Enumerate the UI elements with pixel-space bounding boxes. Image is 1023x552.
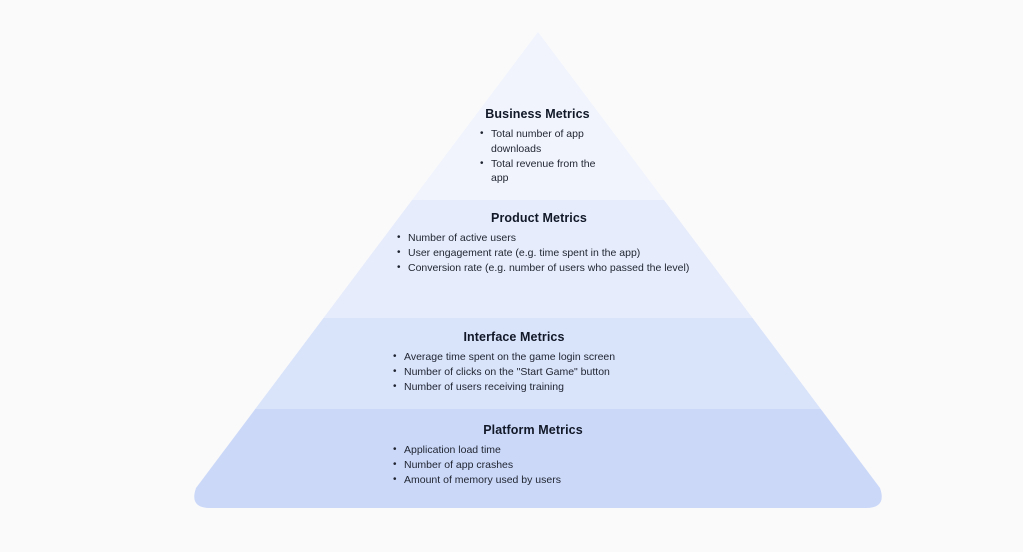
- tier-item: Number of app crashes: [393, 458, 653, 473]
- tier-business-metrics: Business Metrics Total number of app dow…: [480, 107, 620, 186]
- tier-title: Product Metrics: [491, 211, 587, 225]
- tier-item: Total revenue from the app: [480, 157, 599, 187]
- tier-item: User engagement rate (e.g. time spent in…: [397, 246, 694, 261]
- tier-item: Amount of memory used by users: [393, 473, 653, 488]
- tier-item: Conversion rate (e.g. number of users wh…: [397, 261, 694, 276]
- tier-item: Number of active users: [397, 231, 694, 246]
- tier-title: Business Metrics: [485, 107, 590, 121]
- tier-interface-metrics: Interface Metrics Average time spent on …: [393, 330, 653, 394]
- tier-item-list: Application load time Number of app cras…: [393, 443, 653, 487]
- tier-item: Number of users receiving training: [393, 380, 653, 395]
- tier-item-list: Average time spent on the game login scr…: [393, 350, 653, 394]
- tier-product-metrics: Product Metrics Number of active users U…: [397, 211, 697, 275]
- tier-platform-metrics: Platform Metrics Application load time N…: [393, 423, 653, 487]
- tier-item: Average time spent on the game login scr…: [393, 350, 653, 365]
- tier-item: Total number of app downloads: [480, 127, 599, 157]
- tier-title: Interface Metrics: [463, 330, 565, 344]
- tier-item-list: Total number of app downloads Total reve…: [480, 127, 620, 186]
- tier-item: Number of clicks on the "Start Game" but…: [393, 365, 653, 380]
- tier-title: Platform Metrics: [483, 423, 583, 437]
- tier-item: Application load time: [393, 443, 653, 458]
- tier-item-list: Number of active users User engagement r…: [397, 231, 697, 275]
